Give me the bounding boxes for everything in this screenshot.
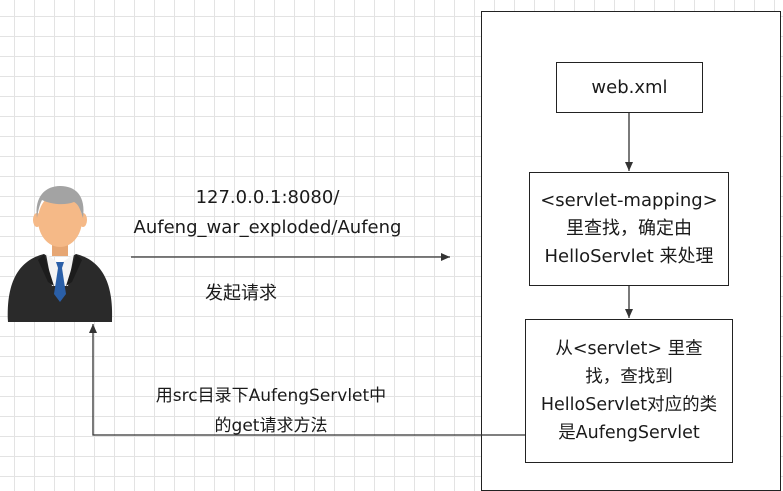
request-url-label: 127.0.0.1:8080/ Aufeng_war_exploded/Aufe… [120,183,415,243]
servlet-line-1: 从<servlet> 里查 [555,339,703,359]
mapping-line-1: <servlet-mapping> [540,190,718,211]
web-xml-box: web.xml [556,62,703,113]
servlet-line-3: HelloServlet对应的类 [540,395,718,415]
response-line-1: 用src目录下AufengServlet中 [155,386,387,406]
request-action-label: 发起请求 [205,283,277,304]
request-url-line-1: 127.0.0.1:8080/ [195,187,340,208]
web-xml-label: web.xml [591,76,668,98]
servlet-mapping-box: <servlet-mapping> 里查找，确定由 HelloServlet 来… [529,172,729,286]
servlet-lookup-box: 从<servlet> 里查 找，查找到 HelloServlet对应的类 是Au… [525,319,733,463]
servlet-line-2: 找，查找到 [585,367,673,387]
mapping-line-2: 里查找，确定由 [566,218,692,239]
request-url-line-2: Aufeng_war_exploded/Aufeng [133,217,402,238]
head-shape [38,193,82,247]
tie-shape [54,262,66,302]
mapping-line-3: HelloServlet 来处理 [544,246,714,267]
response-label: 用src目录下AufengServlet中 的get请求方法 [133,381,409,441]
user-avatar-icon [7,186,113,322]
response-line-2: 的get请求方法 [214,416,328,436]
hair-shape [36,186,84,218]
servlet-line-4: 是AufengServlet [558,423,700,443]
lapel-left [38,254,54,286]
lapel-right [66,254,82,286]
